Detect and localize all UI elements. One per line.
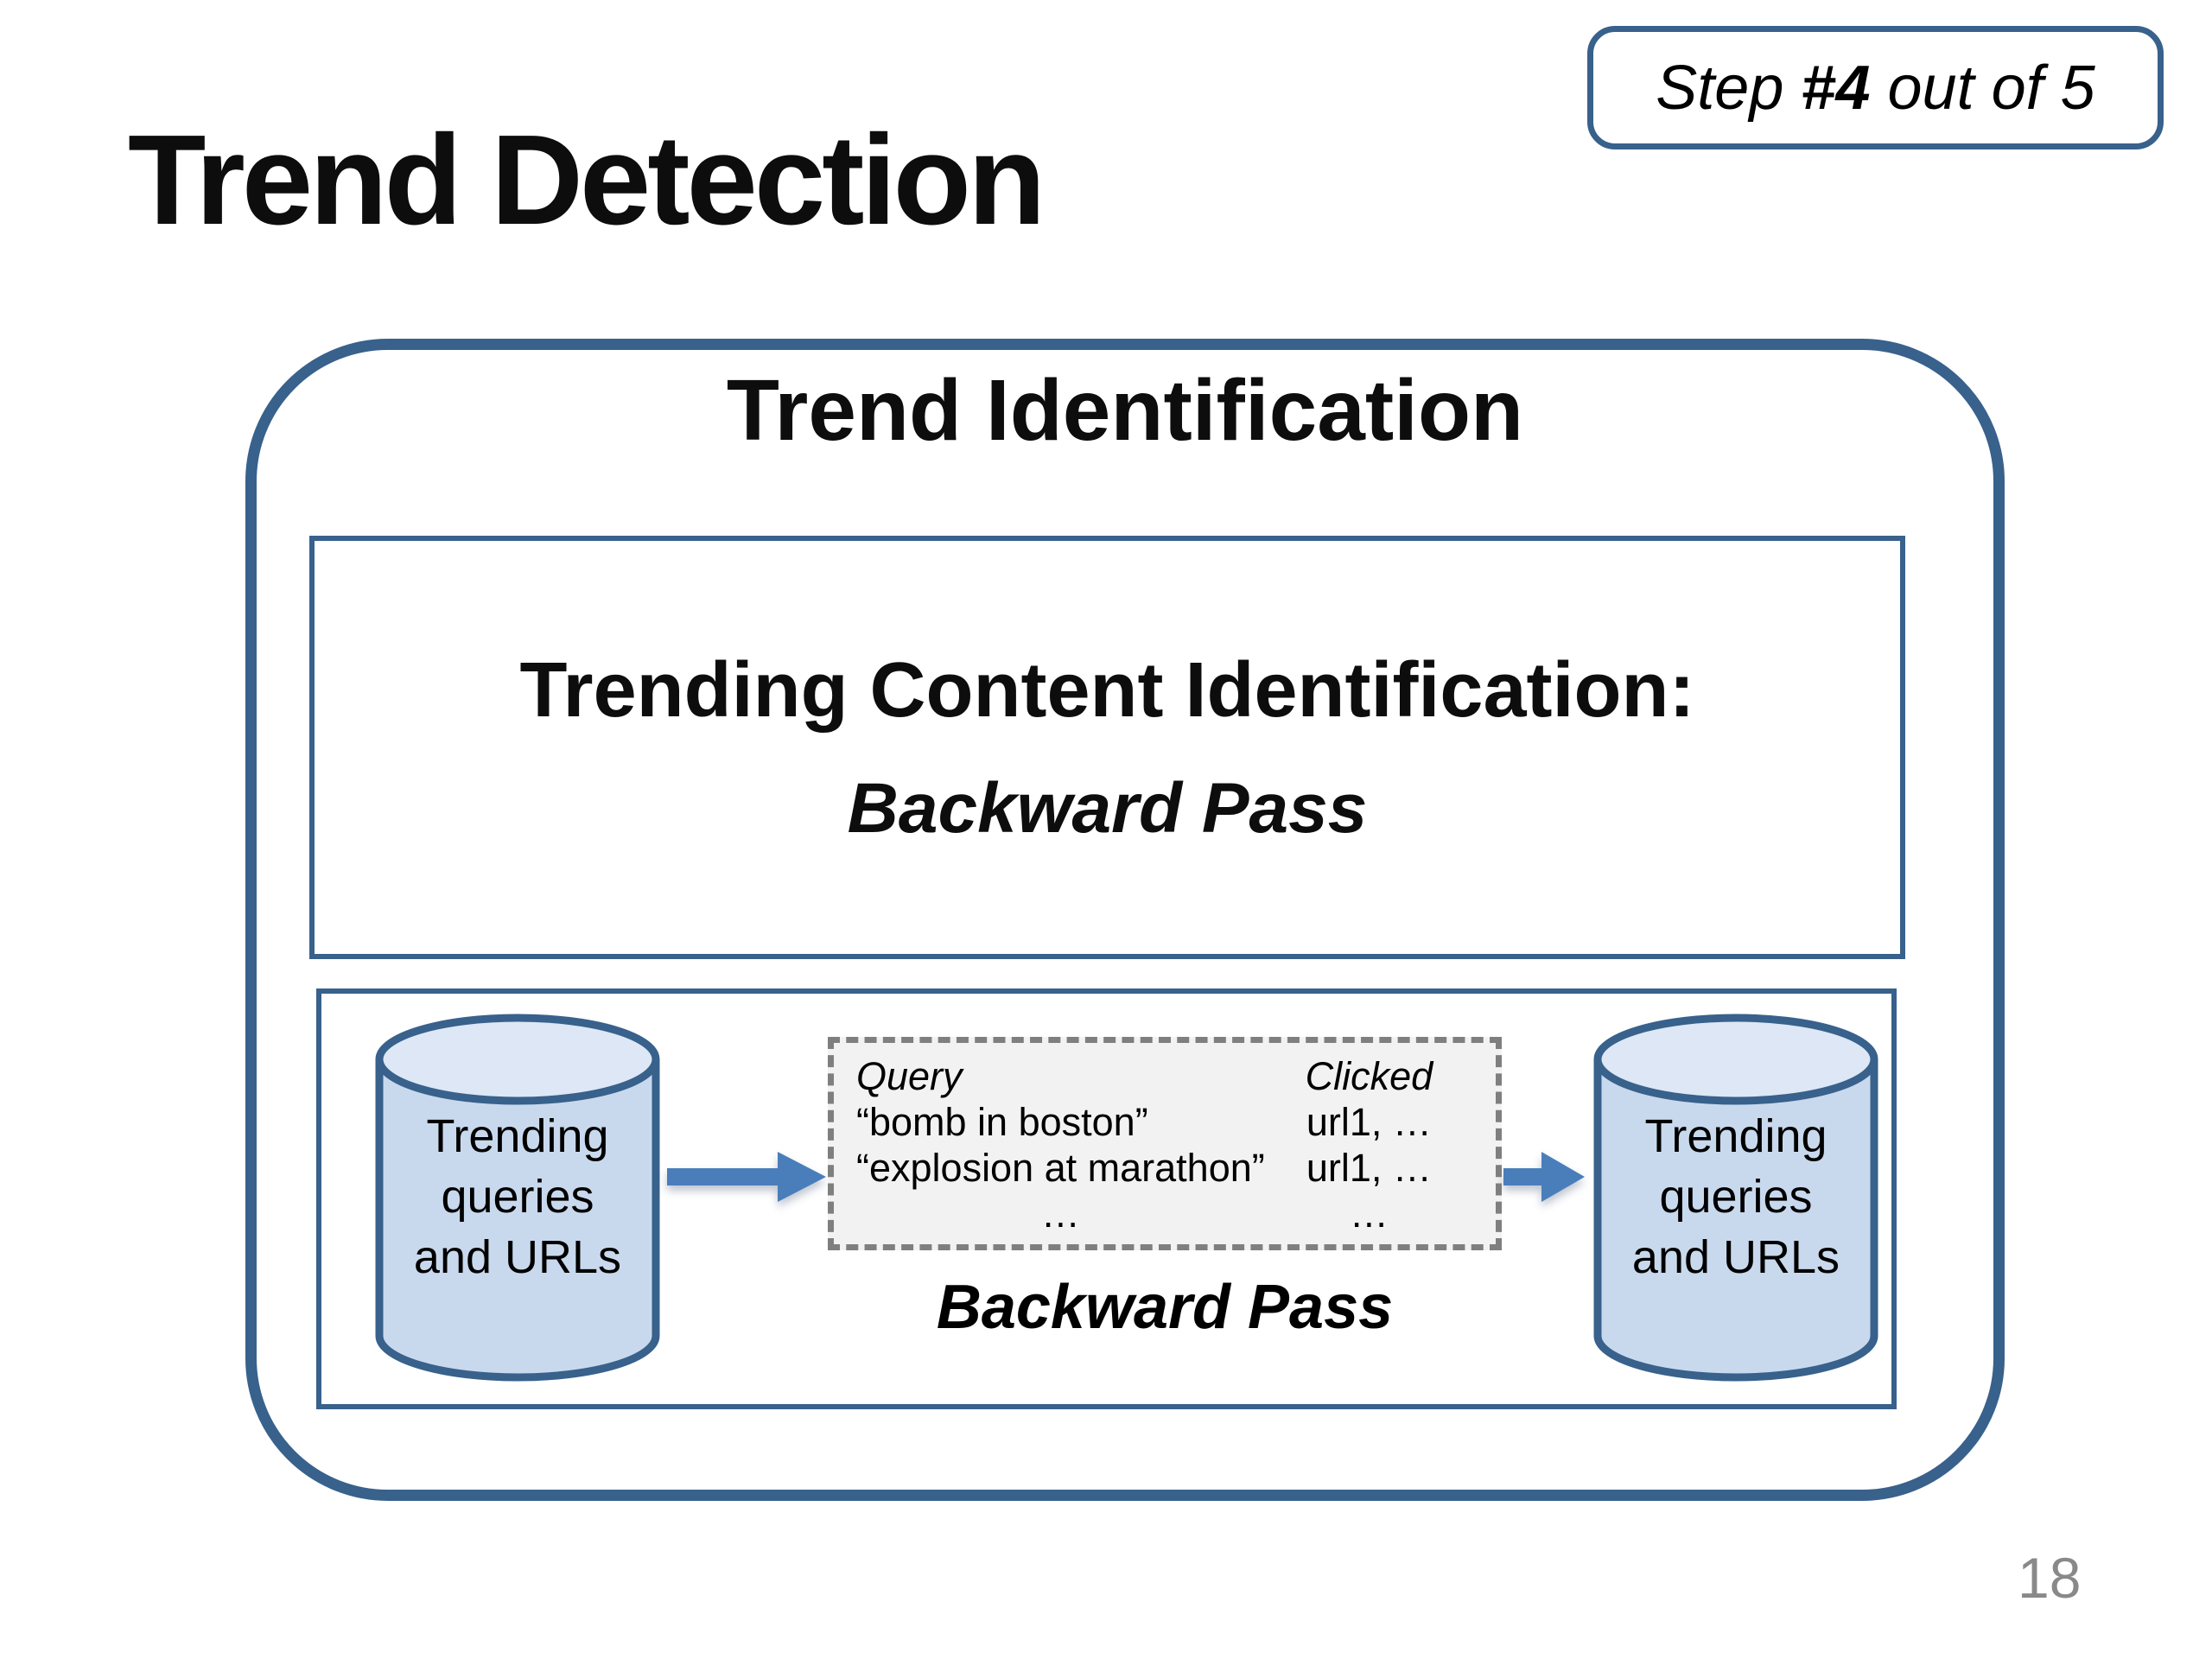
trending-content-subtitle: Backward Pass xyxy=(847,768,1368,848)
step-badge-prefix: Step xyxy=(1656,53,1802,123)
page-number: 18 xyxy=(2018,1546,2082,1610)
clicked-cell: url1, … xyxy=(1306,1146,1432,1191)
slide-title: Trend Detection xyxy=(128,109,1046,251)
clicked-column-header: Clicked xyxy=(1305,1054,1433,1098)
query-cell: … xyxy=(1040,1192,1080,1236)
query-cell: “explosion at marathon” xyxy=(856,1146,1265,1191)
left-database-label: Trending queries and URLs xyxy=(413,1110,622,1284)
query-table-box: Query Clicked “bomb in boston” url1, … “… xyxy=(828,1037,1502,1250)
database-cylinder-icon xyxy=(375,1014,660,1382)
right-database-cylinder: Trending queries and URLs xyxy=(1586,1009,1885,1393)
trending-content-box: Trending Content Identification: Backwar… xyxy=(309,536,1905,959)
query-cell: “bomb in boston” xyxy=(856,1100,1148,1145)
query-column-header: Query xyxy=(856,1054,963,1098)
arrow-right-icon xyxy=(1503,1152,1585,1202)
database-cylinder-icon xyxy=(1593,1014,1878,1382)
clicked-cell: … xyxy=(1349,1192,1389,1236)
right-database-label: Trending queries and URLs xyxy=(1631,1110,1840,1284)
trend-identification-container: Trend Identification Trending Content Id… xyxy=(245,339,2005,1501)
step-badge-suffix: out of 5 xyxy=(1870,53,2095,123)
step-badge-number: #4 xyxy=(1801,53,1871,123)
step-badge: Step #4 out of 5 xyxy=(1587,26,2164,149)
backward-pass-box: Trending queries and URLs Query Clicked … xyxy=(316,988,1897,1409)
trending-content-title: Trending Content Identification: xyxy=(519,646,1695,734)
left-database-cylinder: Trending queries and URLs xyxy=(368,1009,667,1393)
trend-identification-heading: Trend Identification xyxy=(726,362,1524,459)
clicked-cell: url1, … xyxy=(1306,1100,1432,1145)
backward-pass-label: Backward Pass xyxy=(936,1273,1394,1342)
arrow-right-icon xyxy=(667,1152,826,1202)
